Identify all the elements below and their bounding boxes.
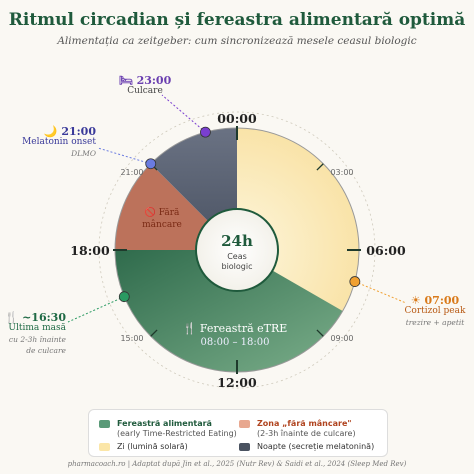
- melatonin-marker: [145, 158, 157, 170]
- fork-icon: 🍴: [4, 311, 19, 324]
- moon-icon: 🌙: [43, 125, 58, 138]
- tick-mark: [316, 163, 324, 171]
- page-subtitle: Alimentația ca zeitgeber: cum sincronize…: [57, 35, 417, 47]
- bedtime-marker: [200, 126, 211, 138]
- annotation-last-meal: 🍴 ~16:30 Ultima masă cu 2-3h înainte de …: [4, 311, 66, 355]
- hour-label-12: 12:00: [217, 375, 257, 390]
- melatonin-leader-line: [97, 147, 151, 165]
- last-meal-marker: [118, 291, 130, 303]
- hour-label-15: 15:00: [120, 334, 144, 343]
- hour-label-18: 18:00: [70, 243, 110, 258]
- page-title: Ritmul circadian și fereastra alimentară…: [8, 10, 466, 30]
- center-title: 24h: [221, 232, 253, 250]
- hour-label-09: 09:00: [330, 334, 354, 343]
- hour-label-06: 06:00: [366, 243, 406, 258]
- hour-label-21: 21:00: [120, 168, 144, 177]
- bed-icon: 🛏: [118, 74, 133, 87]
- last-meal-leader-line: [67, 296, 125, 323]
- annotation-cortisol: ☀ 07:00 Cortizol peak trezire + apetit: [404, 294, 466, 327]
- bedtime-leader-line: [161, 94, 206, 133]
- hour-label-03: 03:00: [330, 168, 354, 177]
- hour-label-00: 00:00: [217, 111, 257, 126]
- legend: Fereastră alimentară (early Time-Restric…: [88, 409, 388, 457]
- feeding-window-sector: [115, 250, 343, 372]
- annotation-bedtime: 🛏 23:00 Culcare: [118, 74, 172, 96]
- footer-source: pharmacoach.ro | Adaptat după Jin et al.…: [67, 460, 407, 468]
- center-disc: [195, 208, 279, 292]
- outer-dashed-ring: [98, 111, 376, 389]
- annotation-melatonin: 🌙 21:00 Melatonin onset DLMO: [22, 125, 96, 158]
- cortisol-leader-line: [354, 281, 407, 304]
- center-subtitle: Ceas biologic: [221, 252, 253, 271]
- tick-mark: [150, 329, 158, 337]
- etre-window-label: 🍴 Fereastră eTRE: [182, 322, 288, 335]
- cortisol-marker: [349, 276, 361, 287]
- tick-mark: [316, 329, 324, 337]
- etre-window-range: 08:00 – 18:00: [200, 337, 270, 348]
- no-food-zone-label: 🚫 Fără mâncare: [142, 208, 182, 230]
- sun-icon: ☀: [410, 294, 421, 307]
